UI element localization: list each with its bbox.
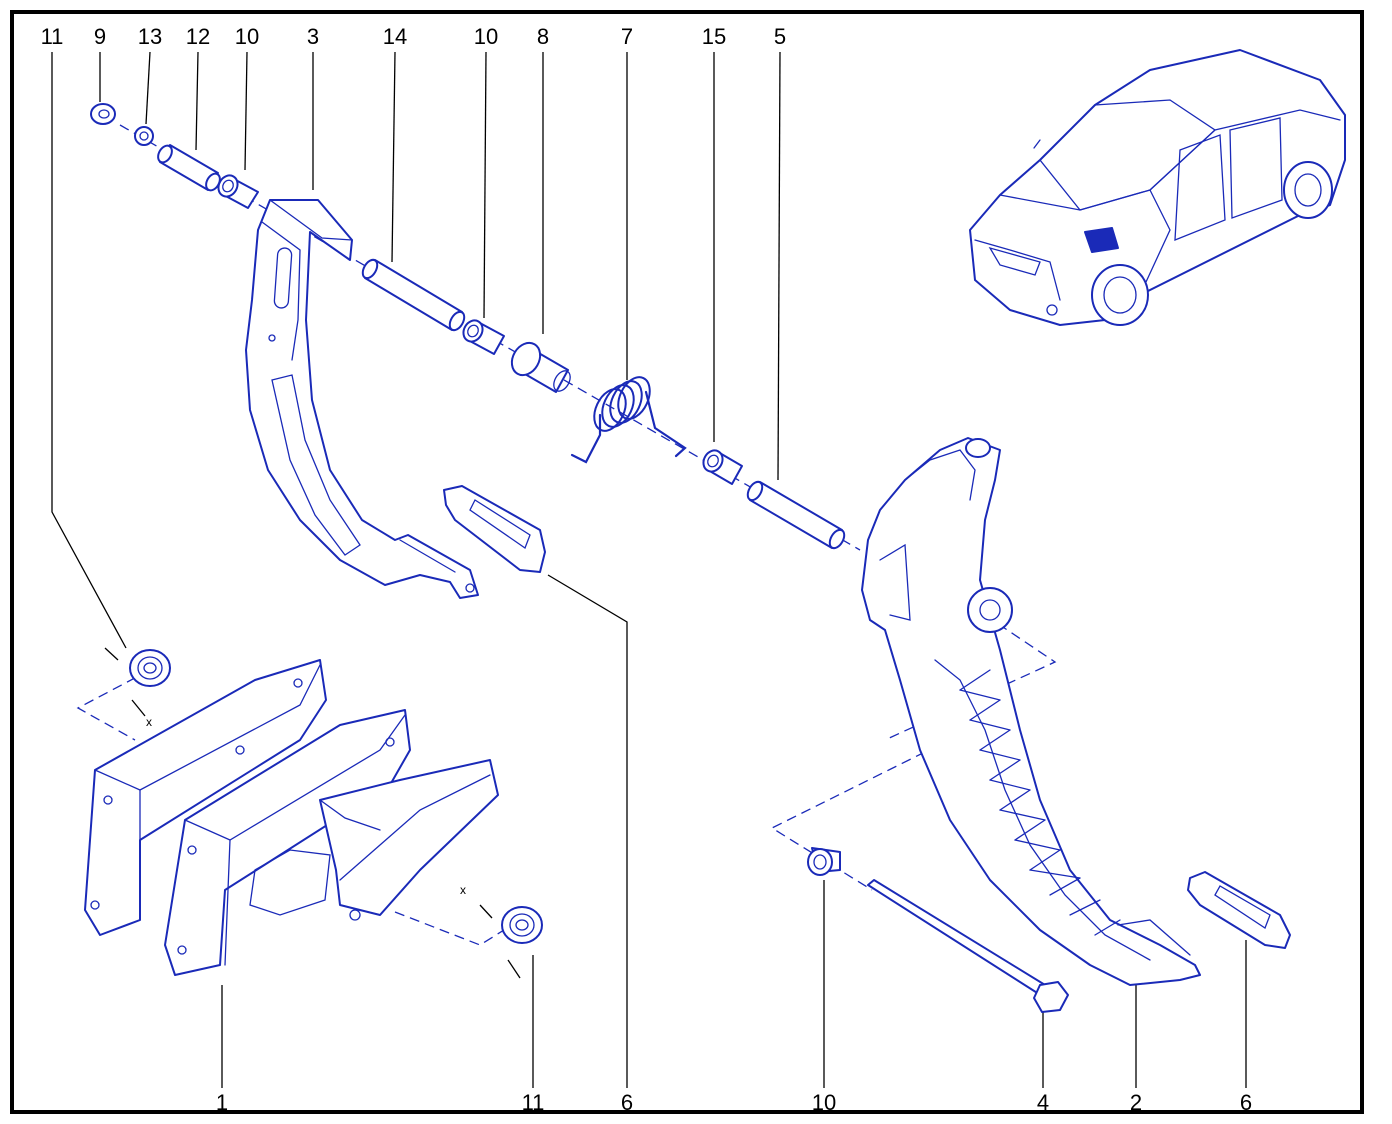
mounting-bracket-icon — [84, 659, 499, 976]
bolt-icon — [867, 879, 1069, 1013]
leader-12 — [195, 51, 199, 151]
spring-icon — [570, 376, 687, 464]
bushing-icon — [702, 449, 743, 485]
callout-top-6: 3 — [307, 24, 319, 49]
callout-top-7: 14 — [383, 24, 407, 49]
pedal-pad-icon — [443, 485, 546, 573]
diagram-frame — [10, 10, 1364, 1114]
callout-top-12: 5 — [774, 24, 786, 49]
callout-bottom-3: 6 — [621, 1090, 633, 1115]
bushing-icon — [462, 319, 505, 355]
pin-icon — [746, 480, 846, 550]
washer-icon — [134, 126, 154, 146]
leader-10b — [483, 51, 487, 319]
callout-top-8: 10 — [474, 24, 498, 49]
flanged-sleeve-icon — [510, 341, 571, 393]
leader-14 — [391, 51, 396, 263]
sleeve-icon — [157, 144, 221, 192]
bushing-icon — [807, 847, 841, 876]
leader-6-left — [547, 574, 628, 1088]
callout-top-9: 8 — [537, 24, 549, 49]
callout-top-5: 10 — [235, 24, 259, 49]
callout-bottom-1: 1 — [216, 1090, 228, 1115]
dimension-mark: x — [146, 715, 152, 729]
callout-top-2: 9 — [94, 24, 106, 49]
pin-icon — [361, 258, 466, 332]
callout-top-3: 13 — [138, 24, 162, 49]
leader-13 — [145, 51, 151, 125]
axis-pivot-shaft — [119, 124, 861, 551]
callout-top-4: 12 — [186, 24, 210, 49]
nut-icon — [90, 103, 116, 125]
axis-right-nut — [394, 911, 513, 946]
callout-bottom-6: 2 — [1130, 1090, 1142, 1115]
callout-bottom-2: 11 — [522, 1090, 545, 1115]
leader-lines — [51, 51, 1247, 1088]
pedal-arm-icon — [245, 199, 479, 599]
pedal-pad-icon — [1187, 871, 1291, 949]
leader-10a — [244, 51, 248, 171]
car-icon — [969, 49, 1346, 326]
dimension-mark: x — [460, 883, 466, 897]
callout-top-1: 11 — [41, 24, 64, 49]
callouts-top: 11 9 13 12 10 3 14 10 8 7 15 5 — [41, 24, 787, 49]
callouts-bottom: 1 11 6 10 4 2 6 — [216, 1090, 1252, 1115]
bushing-icon — [217, 174, 259, 209]
flange-nut-icon — [479, 904, 543, 979]
axis-pedal-bolt — [770, 751, 926, 891]
leader-11-top — [51, 52, 127, 649]
axis-left-bracket — [76, 669, 151, 741]
flange-nut-icon — [104, 647, 171, 717]
callout-bottom-4: 10 — [812, 1090, 836, 1115]
callout-bottom-5: 4 — [1037, 1090, 1049, 1115]
callout-bottom-7: 6 — [1240, 1090, 1252, 1115]
leader-5 — [777, 51, 781, 481]
shaft-components — [90, 103, 846, 550]
callout-top-10: 7 — [621, 24, 633, 49]
callout-top-11: 15 — [702, 24, 726, 49]
accelerator-pedal-icon — [861, 437, 1201, 986]
